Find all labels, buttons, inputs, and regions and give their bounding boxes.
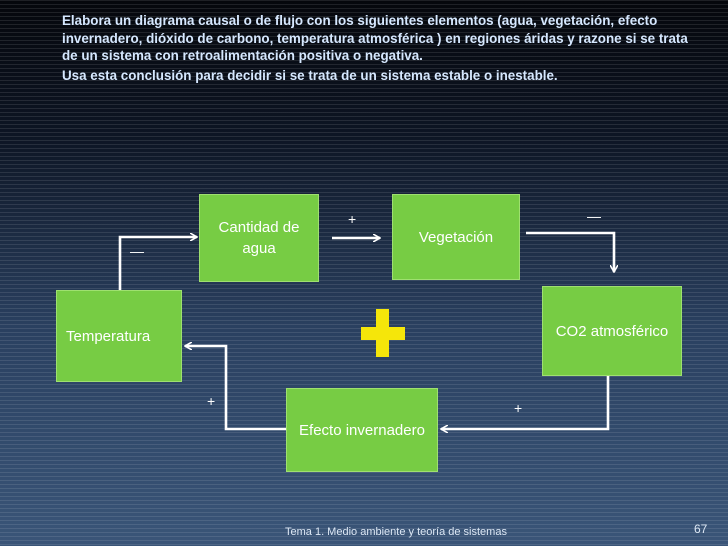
node-label: Efecto invernadero bbox=[299, 421, 425, 439]
node-label: Vegetación bbox=[418, 228, 494, 246]
arrow-temp-to-agua bbox=[118, 237, 197, 290]
arrow-co2-to-efecto bbox=[441, 376, 610, 429]
arrow-veg-to-co2 bbox=[526, 231, 614, 272]
sign-efecto-temp: + bbox=[207, 393, 216, 409]
node-cantidad-de-agua: Cantidad de agua bbox=[199, 194, 319, 282]
sign-agua-veg: + bbox=[348, 211, 357, 227]
node-label: CO2 atmosférico bbox=[555, 322, 669, 340]
positive-feedback-plus-icon bbox=[361, 309, 405, 357]
node-vegetacion: Vegetación bbox=[392, 194, 520, 280]
instructions-line1: Elabora un diagrama causal o de flujo co… bbox=[62, 13, 688, 63]
footer-text: Tema 1. Medio ambiente y teoría de siste… bbox=[285, 526, 507, 538]
sign-temp-agua: — bbox=[130, 243, 144, 259]
node-co2-atmosferico: CO2 atmosférico bbox=[542, 286, 682, 376]
arrow-efecto-to-temp bbox=[185, 346, 286, 431]
instructions: Elabora un diagrama causal o de flujo co… bbox=[62, 12, 702, 86]
node-efecto-invernadero: Efecto invernadero bbox=[286, 388, 438, 472]
node-label: Cantidad de agua bbox=[218, 219, 300, 257]
instructions-line2: Usa esta conclusión para decidir si se t… bbox=[62, 67, 558, 83]
sign-veg-co2: — bbox=[587, 208, 601, 224]
page-number: 67 bbox=[694, 522, 708, 536]
node-temperatura: Temperatura bbox=[56, 290, 182, 382]
node-label: Temperatura bbox=[66, 327, 151, 345]
sign-co2-efecto: + bbox=[514, 400, 523, 416]
